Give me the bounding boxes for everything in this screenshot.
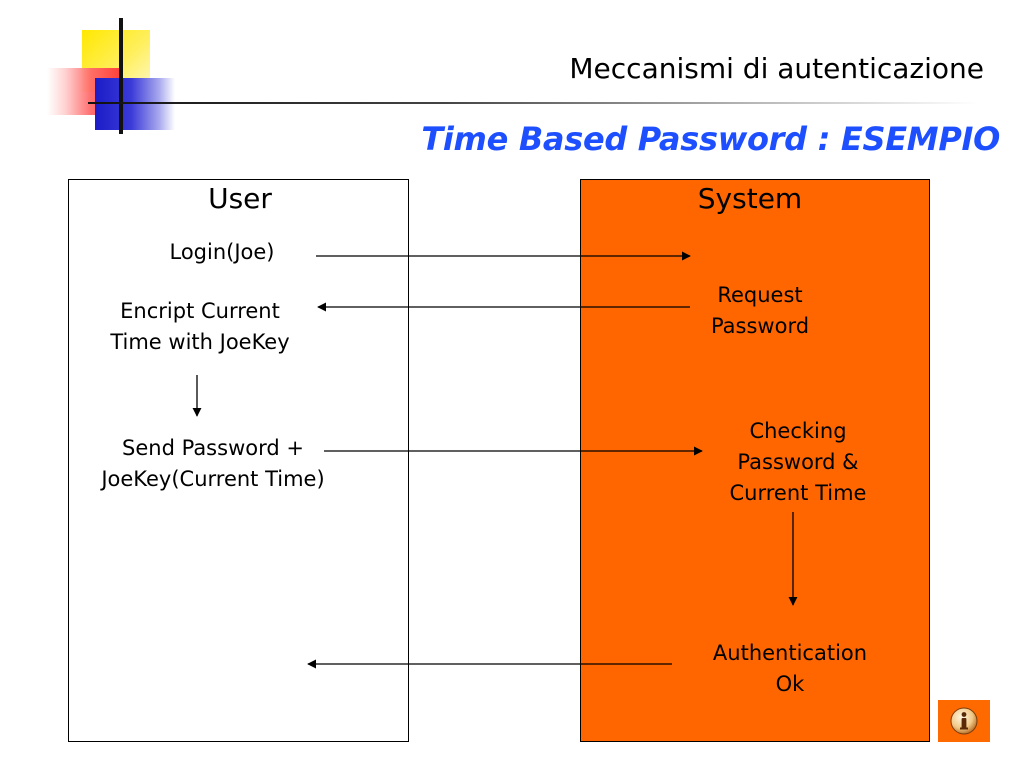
- encrypt-step-line1: Encript Current: [120, 299, 280, 323]
- header-rule: [88, 102, 978, 104]
- checking-step-line3: Current Time: [729, 481, 867, 505]
- checking-step-line1: Checking: [749, 419, 847, 443]
- send-step: Send Password + JoeKey(Current Time): [82, 433, 344, 495]
- info-icon: [950, 707, 978, 735]
- request-password-step: Request Password: [680, 280, 840, 342]
- auth-step-line1: Authentication: [712, 641, 868, 665]
- user-lane-title: User: [208, 182, 272, 215]
- slide-title: Meccanismi di autenticazione: [569, 52, 984, 85]
- encrypt-step-line2: Time with JoeKey: [110, 330, 290, 354]
- checking-step-line2: Password &: [737, 450, 859, 474]
- system-lane-title: System: [697, 182, 803, 215]
- encrypt-step: Encript Current Time with JoeKey: [90, 296, 310, 358]
- logo-blue-square: [95, 78, 175, 130]
- info-button[interactable]: [938, 700, 990, 742]
- request-step-line2: Password: [710, 314, 810, 338]
- authentication-step: Authentication Ok: [690, 638, 890, 700]
- send-step-line1: Send Password +: [122, 436, 304, 460]
- send-step-line2: JoeKey(Current Time): [101, 467, 325, 491]
- auth-step-line2: Ok: [775, 672, 805, 696]
- system-lane: [580, 179, 930, 742]
- login-step-label: Login(Joe): [169, 240, 275, 264]
- slide-subtitle: Time Based Password : ESEMPIO: [421, 120, 1000, 158]
- user-lane: [68, 179, 409, 742]
- logo-vertical-bar: [119, 18, 123, 134]
- checking-step: Checking Password & Current Time: [700, 416, 896, 509]
- login-step: Login(Joe): [122, 237, 322, 268]
- request-step-line1: Request: [717, 283, 803, 307]
